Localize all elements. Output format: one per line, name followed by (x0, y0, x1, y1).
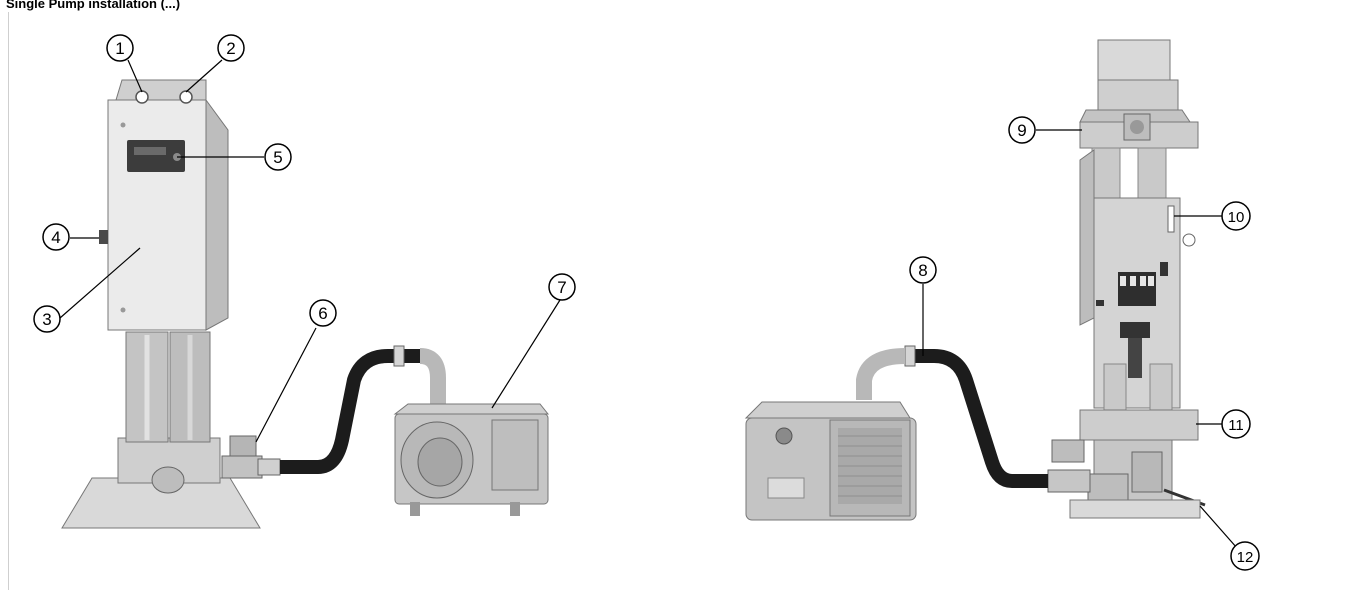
pressure-gauge-left (136, 91, 148, 103)
callout-6-label: 6 (318, 304, 327, 323)
left-outlet-port (152, 467, 184, 493)
pressure-gauge-right (180, 91, 192, 103)
callout-5: 5 (265, 144, 291, 170)
inline-filter (1128, 338, 1142, 378)
callout-7: 7 (549, 274, 575, 300)
callout-12-label: 12 (1237, 549, 1254, 566)
callout-4: 4 (43, 224, 69, 250)
left-valve-body (230, 436, 256, 458)
right-base-plate (1070, 500, 1200, 518)
callout-9: 9 (1009, 117, 1035, 143)
callout-11-label: 11 (1228, 417, 1244, 434)
callout-4-label: 4 (51, 228, 60, 247)
callout-3: 3 (34, 306, 60, 332)
side-knob (99, 230, 108, 244)
right-vacuum-pump (746, 402, 916, 520)
callout-3-label: 3 (42, 310, 51, 329)
callout-8-label: 8 (918, 261, 927, 280)
callout-1: 1 (107, 35, 133, 61)
callout-9-label: 9 (1017, 121, 1026, 140)
callout-5-label: 5 (273, 148, 282, 167)
callout-2-label: 2 (226, 39, 235, 58)
callout-12: 12 (1231, 542, 1259, 570)
callout-8: 8 (910, 257, 936, 283)
right-vacuum-hose (915, 356, 1048, 481)
callout-10-label: 10 (1228, 209, 1245, 226)
callout-1-label: 1 (115, 39, 124, 58)
right-bottom-manifold (1080, 410, 1198, 440)
callout-11: 11 (1222, 410, 1250, 438)
callout-7-label: 7 (557, 278, 566, 297)
left-cabinet-side (206, 100, 228, 330)
left-cabinet-panel (108, 100, 206, 330)
callout-2: 2 (218, 35, 244, 61)
callout-6: 6 (310, 300, 336, 326)
left-vacuum-pump (395, 404, 548, 516)
left-dryer-unit (62, 80, 280, 528)
callout-10: 10 (1222, 202, 1250, 230)
right-dryer-unit (1048, 40, 1205, 518)
